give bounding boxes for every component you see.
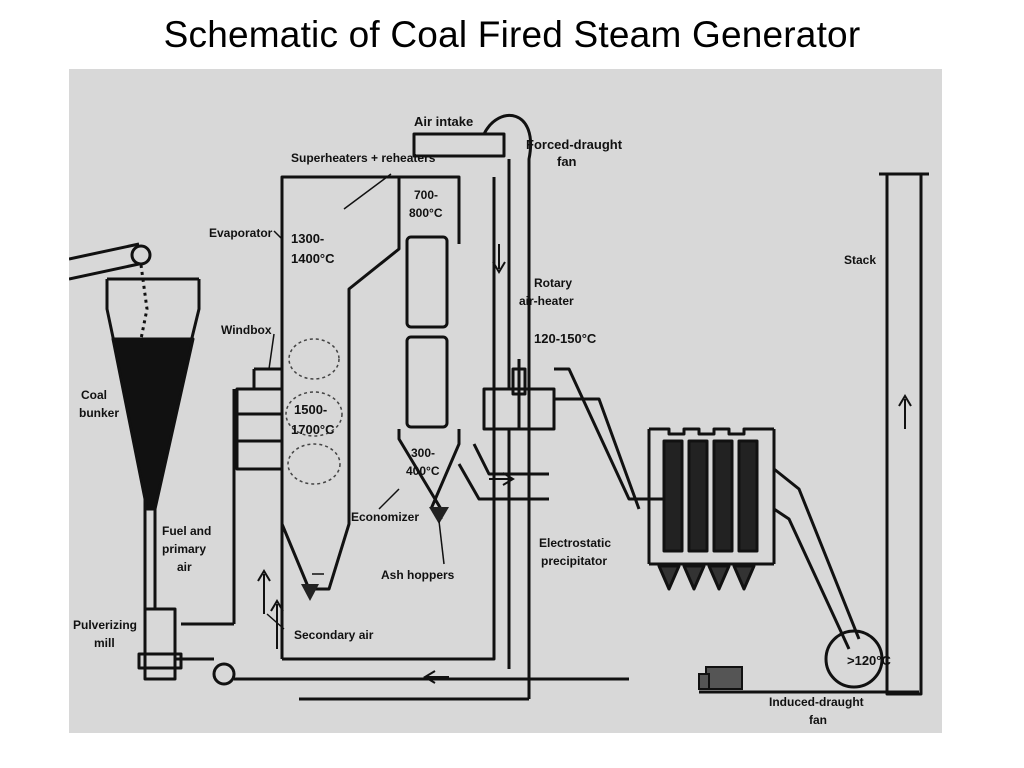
temp-1300-1400-line2: 1400°C (291, 251, 335, 266)
slide-title: Schematic of Coal Fired Steam Generator (163, 14, 861, 55)
air-intake-duct (299, 113, 533, 701)
arrow-down-air-icon (492, 244, 506, 274)
flow-arrows (257, 244, 912, 684)
temp-1500-1700-line2: 1700°C (291, 422, 335, 437)
fuel-primary-air-label-line2: primary (162, 542, 206, 556)
forced-draught-fan-label-line2: fan (557, 154, 577, 169)
flame-swirls (285, 338, 343, 485)
fuel-primary-air-label-line3: air (177, 560, 192, 574)
arrow-up-stack-icon (898, 394, 912, 429)
coal-bunker-label-line1: Coal (81, 388, 107, 402)
temp-700-800-line2: 800°C (409, 206, 443, 220)
arrow-left-return-icon (423, 670, 449, 684)
temp-120-label: >120°C (847, 653, 891, 668)
coal-bunker-label-line2: bunker (79, 406, 119, 420)
ash-hoppers-label: Ash hoppers (381, 568, 455, 582)
leader-lines (266, 173, 445, 630)
temp-300-400-line1: 300- (411, 446, 435, 460)
superheaters-label: Superheaters + reheaters (291, 151, 436, 165)
secondary-air-label: Secondary air (294, 628, 374, 642)
temp-120-150-label: 120-150°C (534, 331, 597, 346)
arrow-right-flue-icon (489, 472, 515, 486)
stack-icon (879, 172, 929, 696)
temp-1300-1400-line1: 1300- (291, 231, 324, 246)
boiler-schematic: Air intake Forced-draught fan Superheate… (68, 69, 942, 733)
electrostatic-precipitator-label-line2: precipitator (541, 554, 607, 568)
induced-draught-fan-icon (699, 629, 919, 694)
air-intake-label: Air intake (414, 114, 473, 129)
pulverizing-mill-label-line2: mill (94, 636, 115, 650)
arrow-up-primary-air-icon (257, 569, 271, 614)
windbox-label: Windbox (221, 323, 272, 337)
pulverizing-mill-icon (137, 389, 629, 686)
forced-draught-fan-label-line1: Forced-draught (526, 137, 623, 152)
pulverizing-mill-label-line1: Pulverizing (73, 618, 137, 632)
stack-label: Stack (844, 253, 876, 267)
fuel-primary-air-label-line1: Fuel and (162, 524, 211, 538)
electrostatic-precipitator-icon (647, 427, 861, 650)
ash-truck-icon (698, 666, 743, 690)
economizer-label: Economizer (351, 510, 419, 524)
coal-conveyor (68, 242, 152, 281)
induced-draught-fan-label-line2: fan (809, 713, 827, 727)
evaporator-label: Evaporator (209, 226, 273, 240)
temp-300-400-line2: 400°C (406, 464, 440, 478)
diagram-background (69, 69, 942, 733)
coal-bunker-icon (105, 264, 201, 609)
temp-1500-1700-line1: 1500- (294, 402, 327, 417)
arrow-up-secondary-air-icon (270, 599, 284, 649)
rotary-air-heater-label-line2: air-heater (519, 294, 574, 308)
rotary-air-heater-label-line1: Rotary (534, 276, 572, 290)
induced-draught-fan-label-line1: Induced-draught (769, 695, 864, 709)
temp-700-800-line1: 700- (414, 188, 438, 202)
ash-hopper-icons (301, 507, 449, 601)
electrostatic-precipitator-label-line1: Electrostatic (539, 536, 611, 550)
